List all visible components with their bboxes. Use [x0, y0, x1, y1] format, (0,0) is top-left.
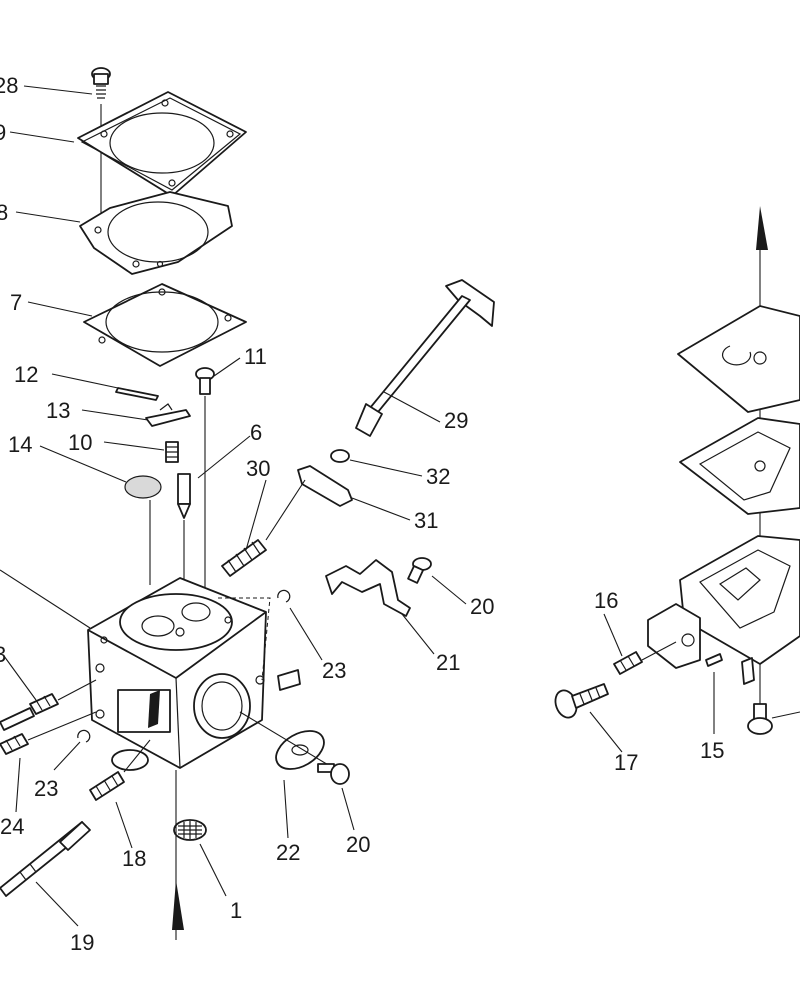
- callout-9: 9: [0, 120, 6, 145]
- part-screw-3: [0, 707, 35, 731]
- part-cover-plate-9: [77, 91, 247, 197]
- part-screw-17: [554, 683, 609, 719]
- part-screw-right-bottom: [747, 703, 773, 735]
- callout-20-upper: 20: [470, 594, 494, 619]
- callout-10: 10: [68, 430, 92, 455]
- callout-3: 3: [0, 642, 6, 667]
- axis-line: [239, 711, 331, 767]
- callout-16: 16: [594, 588, 618, 613]
- part-spring-16: [613, 651, 643, 675]
- callout-29: 29: [444, 408, 468, 433]
- part-gasket-7: [83, 283, 247, 367]
- callout-18: 18: [122, 846, 146, 871]
- callout-15: 15: [700, 738, 724, 763]
- part-bracket-21: [325, 559, 411, 617]
- part-screw-20-lower: [317, 763, 350, 785]
- part-lever-31: [297, 465, 353, 507]
- part-pin-15: [705, 653, 723, 667]
- axis-line: [641, 641, 677, 661]
- part-spring-18: [89, 771, 125, 801]
- arrow-up-icon: [172, 880, 184, 930]
- part-spring-24: [0, 733, 29, 755]
- callout-22: 22: [276, 840, 300, 865]
- callout-19: 19: [70, 930, 94, 955]
- callout-14: 14: [8, 432, 32, 457]
- part-plate-right-upper: [677, 305, 800, 413]
- callout-31: 31: [414, 508, 438, 533]
- callout-11: 11: [244, 344, 267, 369]
- part-lever-13: [145, 403, 191, 427]
- part-screw-11: [195, 367, 215, 395]
- callout-12: 12: [14, 362, 38, 387]
- part-screw-28: [91, 67, 111, 99]
- part-spring-10: [165, 441, 179, 463]
- callout-23-lower: 23: [34, 776, 58, 801]
- part-disc-14: [124, 475, 162, 499]
- part-shaft-29: [355, 279, 495, 437]
- part-needle-6: [177, 473, 191, 519]
- axis-line: [265, 479, 306, 541]
- part-circlip-23-upper: [277, 589, 291, 603]
- leader-lines: [0, 85, 800, 927]
- axis-line: [27, 711, 97, 741]
- callout-1: 1: [230, 898, 242, 923]
- callout-13: 13: [46, 398, 70, 423]
- callout-21: 21: [436, 650, 460, 675]
- axis-line: [57, 679, 97, 701]
- part-filter-1: [173, 819, 207, 841]
- part-screw-20-upper: [407, 557, 432, 584]
- part-spring-30: [221, 539, 267, 577]
- callout-28: 28: [0, 73, 18, 98]
- part-washer-32: [330, 449, 350, 463]
- part-circlip-23-lower: [77, 729, 91, 743]
- part-pin-12: [115, 387, 159, 401]
- callout-6: 6: [250, 420, 262, 445]
- callout-23-upper: 23: [322, 658, 346, 683]
- part-diaphragm-8: [79, 191, 233, 275]
- part-needle-19: [0, 821, 91, 897]
- axis-line: [123, 739, 151, 773]
- part-pump-body-right: [647, 535, 800, 685]
- part-carburetor-body: [87, 577, 301, 771]
- arrow-up-icon-right: [756, 206, 768, 250]
- part-spring-3: [29, 693, 59, 715]
- callout-7: 7: [10, 290, 22, 315]
- callout-17: 17: [614, 750, 638, 775]
- callout-8: 8: [0, 200, 8, 225]
- callout-24: 24: [0, 814, 24, 839]
- callout-labels: 28 9 8 7 12 11 13 10 6 14 30 29 32 31 20…: [0, 73, 724, 955]
- callout-20-lower: 20: [346, 832, 370, 857]
- callout-32: 32: [426, 464, 450, 489]
- part-gasket-right-middle: [679, 417, 800, 515]
- callout-30: 30: [246, 456, 270, 481]
